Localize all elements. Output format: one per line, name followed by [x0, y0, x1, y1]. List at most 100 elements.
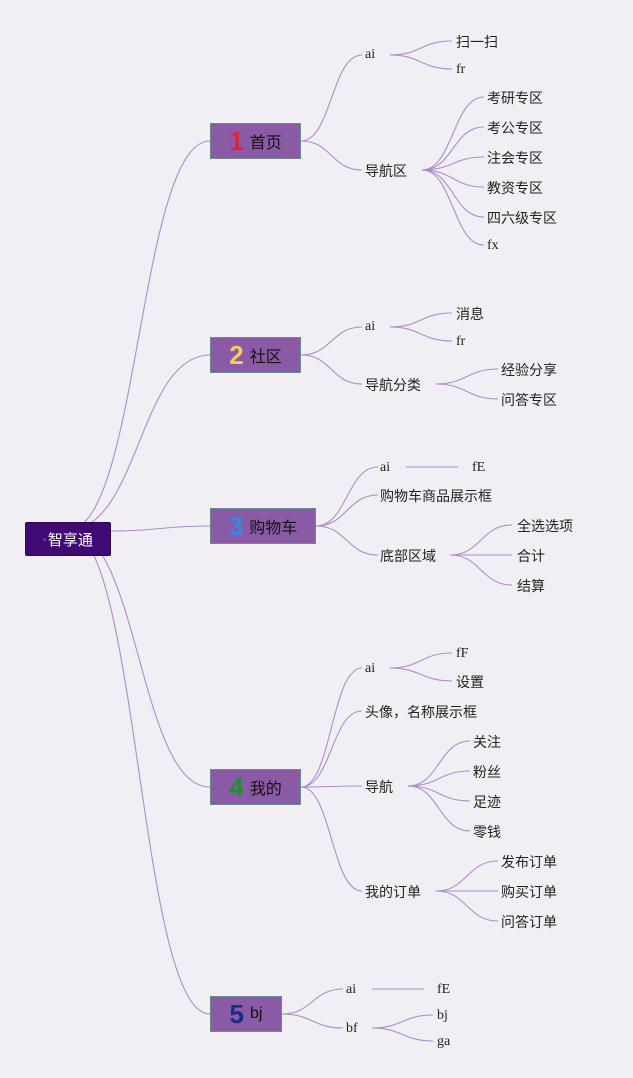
node-4-ai-1[interactable]: fF — [456, 646, 469, 661]
b5-link-1 — [281, 988, 344, 1015]
node-4-nav-4[interactable]: 零钱 — [473, 824, 501, 840]
node-3-bottom-1[interactable]: 全选选项 — [517, 518, 573, 534]
node-3-bottom-2[interactable]: 合计 — [517, 548, 545, 564]
branch-label: 购物车 — [249, 520, 298, 537]
b4-orders-link-1 — [435, 860, 499, 892]
b3-link-3 — [315, 525, 379, 556]
root-label: 智享通 — [47, 531, 93, 549]
number-5-icon: 5 — [229, 999, 244, 1029]
b1-ai-link-1 — [389, 40, 453, 56]
b3-bottom-link-3 — [449, 554, 513, 586]
b4-ai-link-2 — [389, 667, 453, 682]
node-4-orders-3[interactable]: 问答订单 — [501, 914, 557, 930]
b4-link-3 — [300, 785, 363, 788]
b1-nav-link-6 — [421, 169, 485, 246]
branch-label: 首页 — [249, 135, 282, 152]
b4-link-2 — [300, 710, 363, 788]
branch-label: bj — [250, 1005, 263, 1022]
node-2-ai-2[interactable]: fr — [456, 334, 466, 349]
b2-nav-link-2 — [435, 383, 499, 400]
node-3-ai[interactable]: ai — [380, 460, 391, 475]
node-5-ai-1[interactable]: fE — [437, 982, 451, 997]
branch-label: 我的 — [249, 781, 282, 798]
node-1-ai[interactable]: ai — [365, 47, 376, 62]
root-node[interactable]: ◦ 智享通 — [25, 522, 111, 556]
branch-node-1[interactable]: 1 首页 — [210, 123, 301, 159]
branch-node-4[interactable]: 4 我的 — [210, 769, 301, 805]
node-3-ai-1[interactable]: fE — [472, 460, 486, 475]
branch-node-3[interactable]: 3 购物车 — [210, 508, 316, 544]
b3-link-2 — [315, 494, 379, 527]
b4-ai-link-1 — [389, 652, 453, 669]
node-4-avatar[interactable]: 头像，名称展示框 — [365, 704, 477, 720]
b1-link-2 — [300, 140, 363, 171]
number-2-icon: 2 — [229, 340, 244, 370]
root-link-1 — [67, 140, 211, 531]
node-1-nav-1[interactable]: 考研专区 — [487, 90, 543, 106]
b4-nav-link-3 — [407, 785, 471, 802]
b2-nav-link-1 — [435, 368, 499, 385]
node-2-ai[interactable]: ai — [365, 319, 376, 334]
node-1-nav-6[interactable]: fx — [487, 238, 499, 253]
b1-link-1 — [300, 54, 363, 142]
node-4-ai-2[interactable]: 设置 — [456, 674, 484, 690]
node-4-ai[interactable]: ai — [365, 661, 376, 676]
node-1-nav[interactable]: 导航区 — [365, 163, 407, 179]
node-1-nav-2[interactable]: 考公专区 — [487, 120, 543, 136]
node-4-nav-3[interactable]: 足迹 — [473, 794, 501, 810]
root-link-5 — [67, 529, 211, 1015]
b2-link-2 — [300, 354, 363, 385]
node-5-ai[interactable]: ai — [346, 982, 357, 997]
b4-nav-link-4 — [407, 785, 471, 832]
node-1-ai-2[interactable]: fr — [456, 62, 466, 77]
b2-ai-link-2 — [389, 326, 453, 342]
b3-bottom-link-1 — [449, 524, 513, 556]
node-2-nav-1[interactable]: 经验分享 — [501, 362, 557, 378]
node-1-ai-1[interactable]: 扫一扫 — [456, 34, 498, 50]
branch-label: 社区 — [249, 349, 282, 366]
node-3-bottom[interactable]: 底部区域 — [380, 548, 436, 564]
node-4-orders-1[interactable]: 发布订单 — [501, 854, 557, 870]
b4-nav-link-2 — [407, 770, 471, 787]
b4-link-4 — [300, 786, 363, 892]
node-4-nav-2[interactable]: 粉丝 — [473, 764, 501, 780]
node-1-nav-4[interactable]: 教资专区 — [487, 180, 543, 196]
b5-bf-link-2 — [371, 1027, 434, 1042]
node-4-orders-2[interactable]: 购买订单 — [501, 884, 557, 900]
b5-bf-link-1 — [371, 1014, 434, 1029]
root-link-4 — [67, 529, 211, 788]
node-3-bottom-3[interactable]: 结算 — [517, 578, 545, 594]
number-4-icon: 4 — [229, 772, 244, 802]
node-3-cart[interactable]: 购物车商品展示框 — [380, 488, 492, 504]
node-5-bf-1[interactable]: bj — [437, 1008, 448, 1023]
b1-nav-link-4 — [421, 169, 485, 188]
b1-nav-link-3 — [421, 156, 485, 171]
branch-node-2[interactable]: 2 社区 — [210, 337, 301, 373]
b4-orders-link-3 — [435, 890, 499, 922]
number-1-icon: 1 — [229, 126, 244, 156]
b4-link-1 — [300, 667, 363, 788]
node-1-nav-5[interactable]: 四六级专区 — [487, 210, 557, 226]
node-4-nav-1[interactable]: 关注 — [473, 734, 501, 750]
root-link-3 — [110, 525, 211, 532]
node-2-nav[interactable]: 导航分类 — [365, 377, 421, 393]
node-1-nav-3[interactable]: 注会专区 — [487, 150, 543, 166]
node-4-orders[interactable]: 我的订单 — [365, 884, 421, 900]
b1-nav-link-5 — [421, 169, 485, 218]
b2-ai-link-1 — [389, 312, 453, 328]
b1-ai-link-2 — [389, 54, 453, 70]
branch-node-5[interactable]: 5 bj — [210, 996, 282, 1032]
b4-nav-link-1 — [407, 740, 471, 787]
b5-link-2 — [281, 1013, 344, 1029]
node-2-nav-2[interactable]: 问答专区 — [501, 392, 557, 408]
node-2-ai-1[interactable]: 消息 — [456, 306, 484, 322]
pin-icon: ◦ — [43, 534, 46, 544]
root-link-2 — [67, 354, 211, 531]
node-4-nav[interactable]: 导航 — [365, 779, 393, 795]
node-5-bf-2[interactable]: ga — [437, 1034, 451, 1049]
b1-nav-link-1 — [421, 96, 485, 171]
b3-link-1 — [315, 466, 379, 527]
node-5-bf[interactable]: bf — [346, 1021, 358, 1036]
